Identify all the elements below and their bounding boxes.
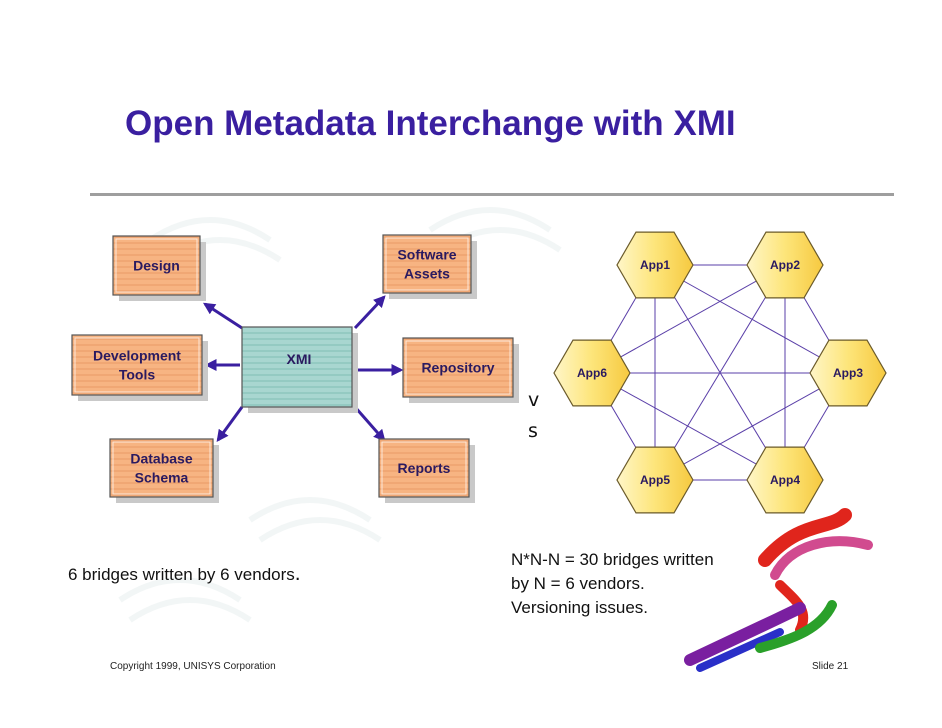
app-hexagon: App2	[746, 231, 824, 299]
hub-box-label: Software	[397, 247, 456, 263]
hub-box-label: Schema	[135, 470, 189, 486]
app-hexagon: App5	[616, 446, 694, 514]
title-divider	[90, 193, 894, 196]
hub-box-label: Assets	[404, 266, 450, 282]
hub-box-label: Design	[133, 258, 180, 274]
footer-slide-number: Slide 21	[812, 661, 849, 672]
hub-center-label: XMI	[287, 351, 312, 367]
hub-box-label: Repository	[421, 360, 494, 376]
mesh-connection	[654, 264, 849, 374]
app-hexagon: App1	[616, 231, 694, 299]
app-hexagon-label: App4	[770, 473, 800, 487]
mesh-caption-line: N*N-N = 30 bridges written	[511, 550, 714, 569]
app-hexagon-label: App5	[640, 473, 670, 487]
mesh-connection	[654, 372, 849, 481]
app-hexagon: App4	[746, 446, 824, 514]
app-hexagon-label: App6	[577, 366, 607, 380]
mesh-connection	[591, 372, 786, 481]
hub-box-label: Development	[93, 348, 181, 364]
arrow-to-software-assets	[353, 295, 386, 330]
app-hexagon-label: App3	[833, 366, 863, 380]
arrow-to-database-schema	[216, 406, 244, 442]
app-hexagon-label: App2	[770, 258, 800, 272]
app-hexagon: App3	[809, 339, 887, 407]
app-hexagon-label: App1	[640, 258, 670, 272]
hub-box-label: Tools	[119, 367, 156, 383]
mesh-caption: N*N-N = 30 bridges written by N = 6 vend…	[511, 548, 714, 620]
app-hexagon: App6	[553, 339, 631, 407]
mesh-caption-line: Versioning issues.	[511, 598, 649, 617]
vs-letter-s: s	[528, 420, 538, 442]
hub-arrows	[202, 295, 404, 442]
hub-box-label: Database	[130, 451, 192, 467]
hub-box-design: Design	[112, 235, 206, 301]
mesh-connection	[591, 264, 786, 374]
arrow-to-reports	[353, 406, 386, 442]
unisys-logo	[684, 508, 873, 672]
hub-caption: 6 bridges written by 6 vendors.	[68, 562, 301, 585]
vs-letter-v: v	[528, 389, 540, 411]
hub-box-xmi: XMI	[241, 326, 358, 413]
hub-box-reports: Reports	[378, 438, 475, 503]
footer-copyright: Copyright 1999, UNISYS Corporation	[110, 661, 276, 672]
arrow-to-design	[202, 302, 243, 330]
mesh-caption-line: by N = 6 vendors.	[511, 574, 645, 593]
hub-box-label: Reports	[398, 460, 451, 476]
slide-title: Open Metadata Interchange with XMI	[125, 104, 736, 143]
hub-box-repository: Repository	[402, 337, 519, 403]
